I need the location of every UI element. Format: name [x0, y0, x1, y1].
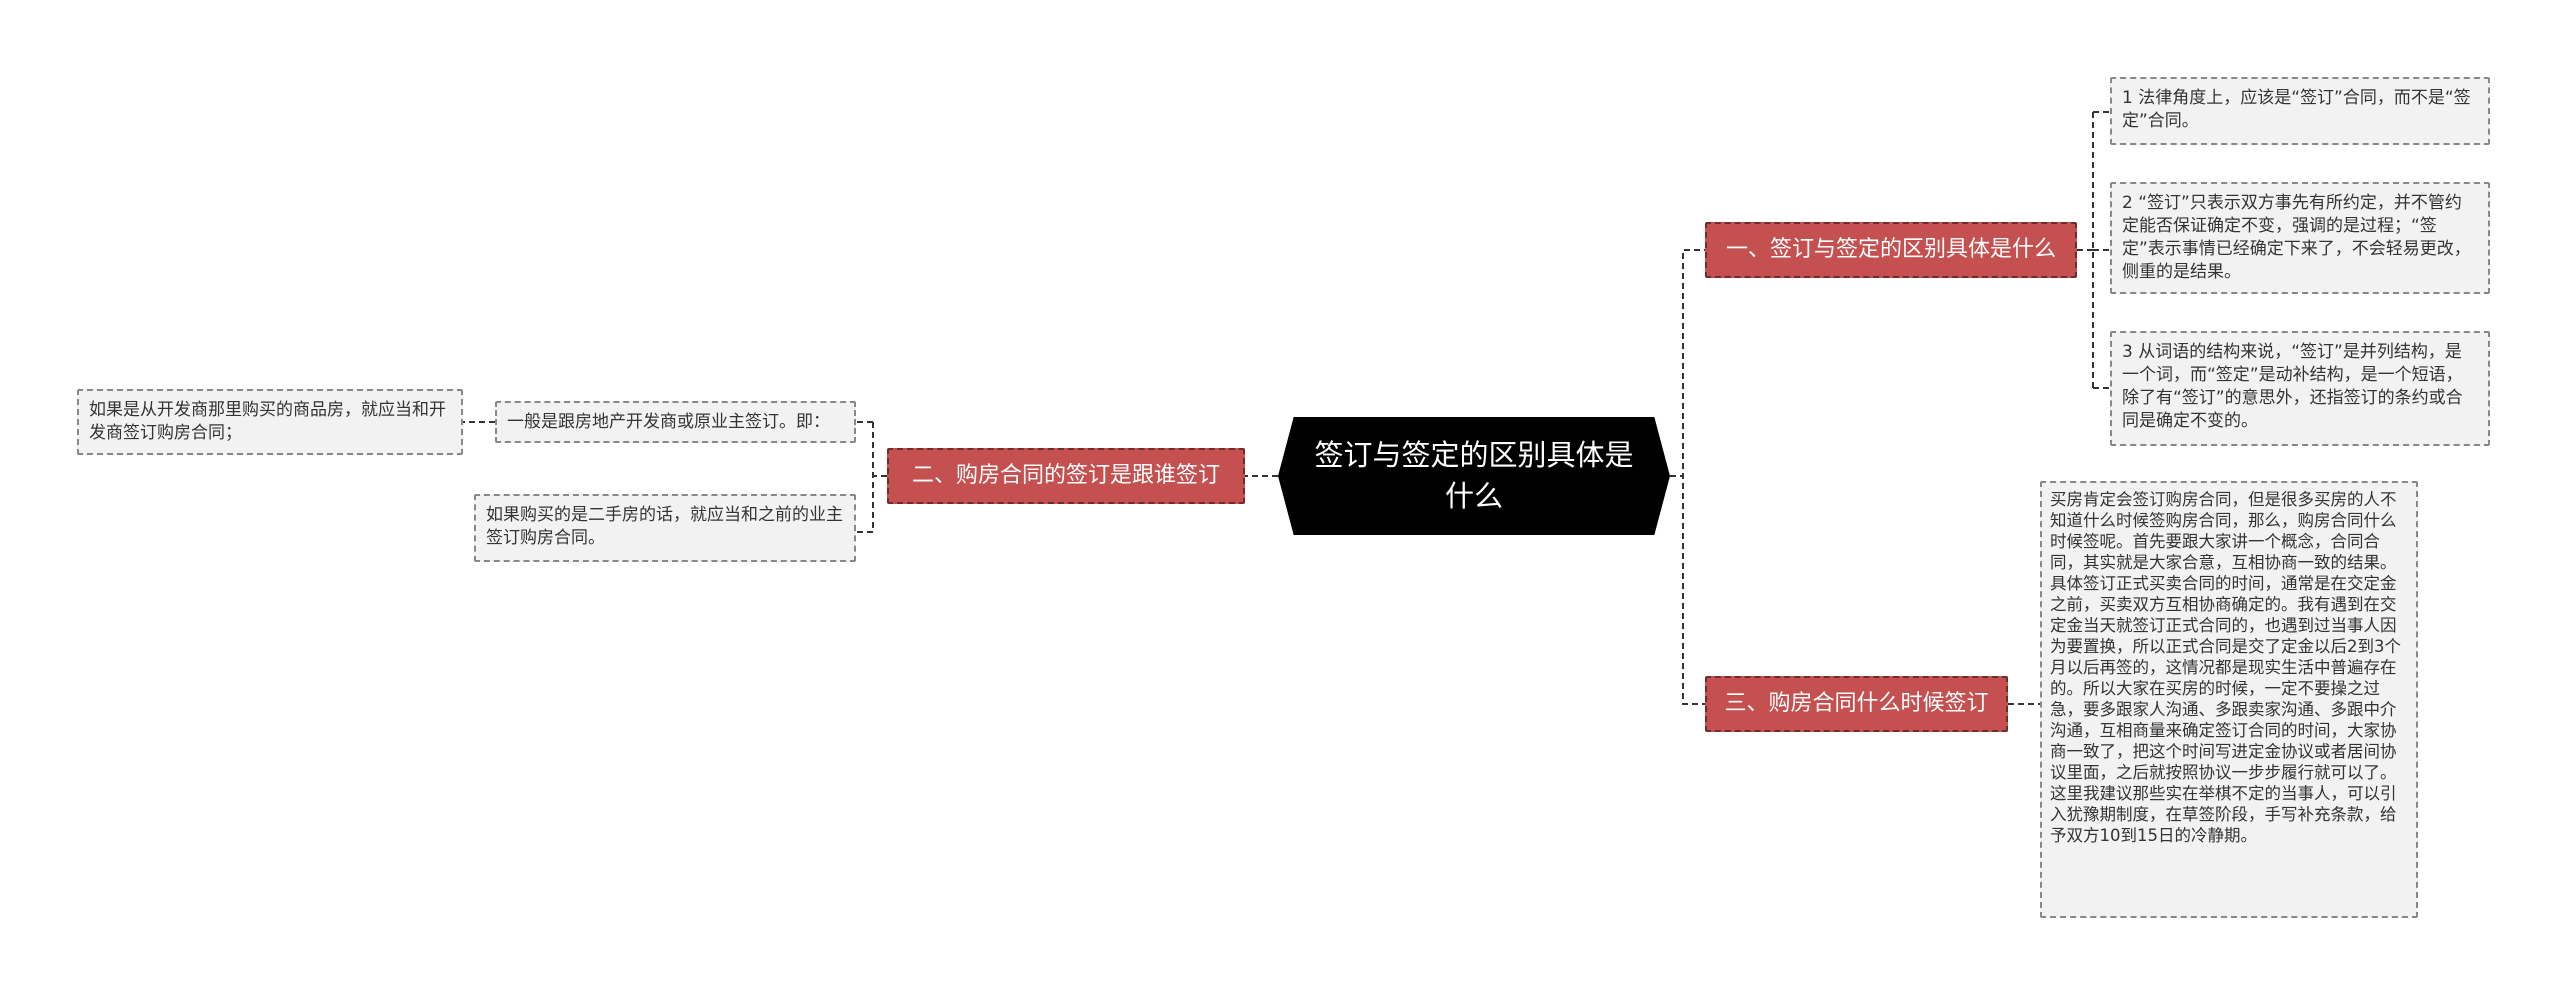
connector-b2-leaves — [856, 421, 887, 533]
branch-when-sign-label: 三、购房合同什么时候签订 — [1724, 691, 1989, 716]
leaf-signing-time-detail[interactable]: 买房肯定会签订购房合同，但是很多买房的人不知道什么时候签购房合同，那么，购房合同… — [2040, 481, 2418, 918]
leaf-second-hand-house[interactable]: 如果购买的是二手房的话，就应当和之前的业主签订购房合同。 — [474, 494, 856, 562]
leaf-second-hand-house-text: 如果购买的是二手房的话，就应当和之前的业主签订购房合同。 — [486, 505, 843, 548]
leaf-new-house-from-developer-text: 如果是从开发商那里购买的商品房，就应当和开发商签订购房合同； — [89, 400, 446, 443]
branch-who-signs-label: 二、购房合同的签订是跟谁签订 — [911, 463, 1220, 488]
branch-when-sign[interactable]: 三、购房合同什么时候签订 — [1705, 676, 2008, 732]
leaf-developer-or-owner[interactable]: 一般是跟房地产开发商或原业主签订。即： — [495, 401, 856, 443]
leaf-word-structure[interactable]: 3 从词语的结构来说，“签订”是并列结构，是一个词，而“签定”是动补结构，是一个… — [2110, 331, 2490, 446]
leaf-legal-view[interactable]: 1 法律角度上，应该是“签订”合同，而不是“签定”合同。 — [2110, 77, 2490, 145]
branch-who-signs[interactable]: 二、购房合同的签订是跟谁签订 — [887, 448, 1245, 504]
leaf-word-structure-text: 3 从词语的结构来说，“签订”是并列结构，是一个词，而“签定”是动补结构，是一个… — [2122, 342, 2463, 431]
connector-b1-leaves — [2077, 111, 2110, 389]
leaf-meaning-difference[interactable]: 2 “签订”只表示双方事先有所约定，并不管约定能否保证确定不变，强调的是过程；“… — [2110, 182, 2490, 294]
leaf-developer-or-owner-text: 一般是跟房地产开发商或原业主签订。即： — [507, 412, 830, 432]
branch-difference[interactable]: 一、签订与签定的区别具体是什么 — [1705, 222, 2077, 278]
connector-root-b1 — [1670, 249, 1705, 477]
leaf-meaning-difference-text: 2 “签订”只表示双方事先有所约定，并不管约定能否保证确定不变，强调的是过程；“… — [2122, 193, 2471, 282]
branch-difference-label: 一、签订与签定的区别具体是什么 — [1725, 237, 2056, 262]
connector-root-b3 — [1670, 475, 1705, 705]
leaf-legal-view-text: 1 法律角度上，应该是“签订”合同，而不是“签定”合同。 — [2122, 88, 2471, 131]
root-topic-label: 签订与签定的区别具体是什么 — [1314, 438, 1634, 513]
leaf-signing-time-detail-text: 买房肯定会签订购房合同，但是很多买房的人不知道什么时候签购房合同，那么，购房合同… — [2050, 490, 2401, 845]
root-topic[interactable]: 签订与签定的区别具体是什么 — [1278, 417, 1670, 535]
leaf-new-house-from-developer[interactable]: 如果是从开发商那里购买的商品房，就应当和开发商签订购房合同； — [77, 389, 463, 455]
